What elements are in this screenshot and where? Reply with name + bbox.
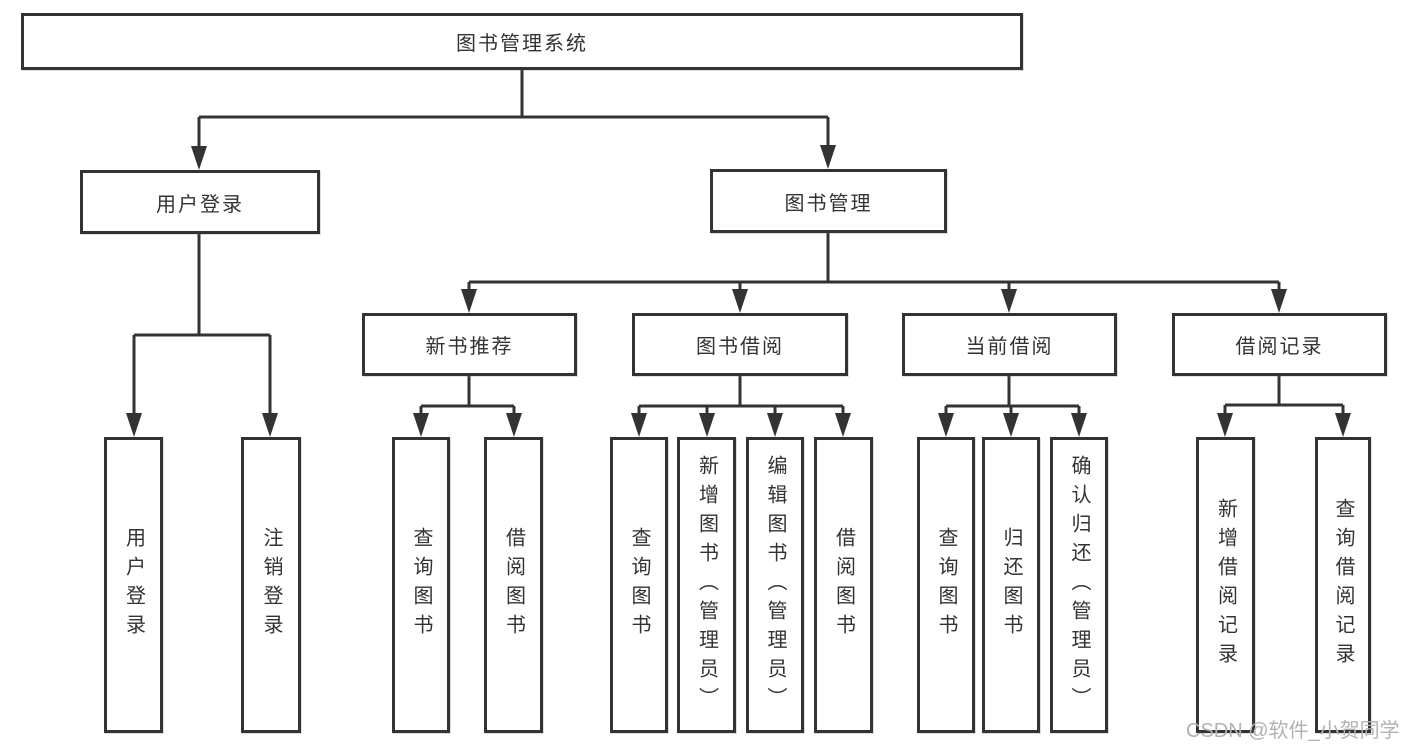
- node-leaf-query-books-3: 查询图书: [917, 437, 975, 733]
- leaf-label: 注销登录: [260, 527, 282, 643]
- node-book-management-label: 图书管理: [784, 192, 873, 215]
- node-leaf-add-books-admin: 新增图书（管理员）: [677, 437, 736, 733]
- node-leaf-add-borrow-record: 新增借阅记录: [1196, 437, 1255, 733]
- leaf-label: 借阅图书: [832, 527, 855, 643]
- arrowheads-leaves: [413, 413, 1351, 437]
- node-borrow-record: 借阅记录: [1172, 313, 1387, 376]
- node-leaf-user-login: 用户登录: [104, 437, 163, 733]
- leaf-label: 归还图书: [1000, 527, 1022, 643]
- node-user-login: 用户登录: [80, 170, 320, 234]
- leaf-label: 查询图书: [935, 527, 957, 643]
- arrowheads-user-login: [126, 413, 278, 437]
- leaf-label: 用户登录: [122, 527, 145, 643]
- connector-borrow-record-group: [1223, 376, 1345, 419]
- node-book-borrow: 图书借阅: [632, 313, 848, 376]
- connector-current-borrow-group: [944, 376, 1081, 419]
- node-leaf-return-books: 归还图书: [982, 437, 1040, 733]
- node-book-management: 图书管理: [710, 169, 947, 233]
- leaf-label: 新增借阅记录: [1214, 498, 1237, 672]
- arrowheads-level3: [461, 289, 1287, 313]
- connector-new-book-group: [419, 376, 516, 419]
- node-user-login-label: 用户登录: [156, 193, 244, 216]
- leaf-label: 查询借阅记录: [1332, 498, 1354, 672]
- connector-root-to-level2: [197, 70, 830, 152]
- node-leaf-query-books-1: 查询图书: [392, 437, 450, 733]
- connector-user-login-to-leaves: [132, 234, 272, 419]
- node-leaf-query-books-2: 查询图书: [610, 437, 668, 733]
- node-new-book-recommend-label: 新书推荐: [425, 336, 514, 358]
- node-leaf-borrow-books-2: 借阅图书: [814, 437, 873, 733]
- leaf-label: 借阅图书: [502, 527, 525, 643]
- node-leaf-query-borrow-record: 查询借阅记录: [1315, 437, 1371, 733]
- leaf-label: 编辑图书（管理员）: [764, 454, 786, 716]
- connector-book-borrow-group: [637, 376, 845, 419]
- csdn-watermark: CSDN @软件_小贺同学: [1186, 720, 1400, 742]
- connector-book-management-to-level3: [467, 233, 1281, 295]
- node-root-label: 图书管理系统: [456, 33, 588, 55]
- leaf-label: 新增图书（管理员）: [695, 454, 718, 716]
- leaf-label: 查询图书: [410, 527, 432, 643]
- node-leaf-borrow-books-1: 借阅图书: [484, 437, 543, 733]
- node-leaf-edit-books-admin: 编辑图书（管理员）: [746, 437, 804, 733]
- node-current-borrow: 当前借阅: [902, 313, 1117, 376]
- node-current-borrow-label: 当前借阅: [965, 336, 1054, 358]
- node-borrow-record-label: 借阅记录: [1235, 336, 1324, 358]
- node-leaf-confirm-return-admin: 确认归还（管理员）: [1050, 437, 1108, 733]
- node-root-library-system: 图书管理系统: [21, 13, 1023, 70]
- arrowheads-level2: [191, 145, 836, 170]
- node-leaf-logout: 注销登录: [241, 437, 301, 733]
- leaf-label: 查询图书: [628, 527, 650, 643]
- node-book-borrow-label: 图书借阅: [696, 336, 784, 358]
- leaf-label: 确认归还（管理员）: [1068, 454, 1090, 716]
- node-new-book-recommend: 新书推荐: [362, 313, 577, 376]
